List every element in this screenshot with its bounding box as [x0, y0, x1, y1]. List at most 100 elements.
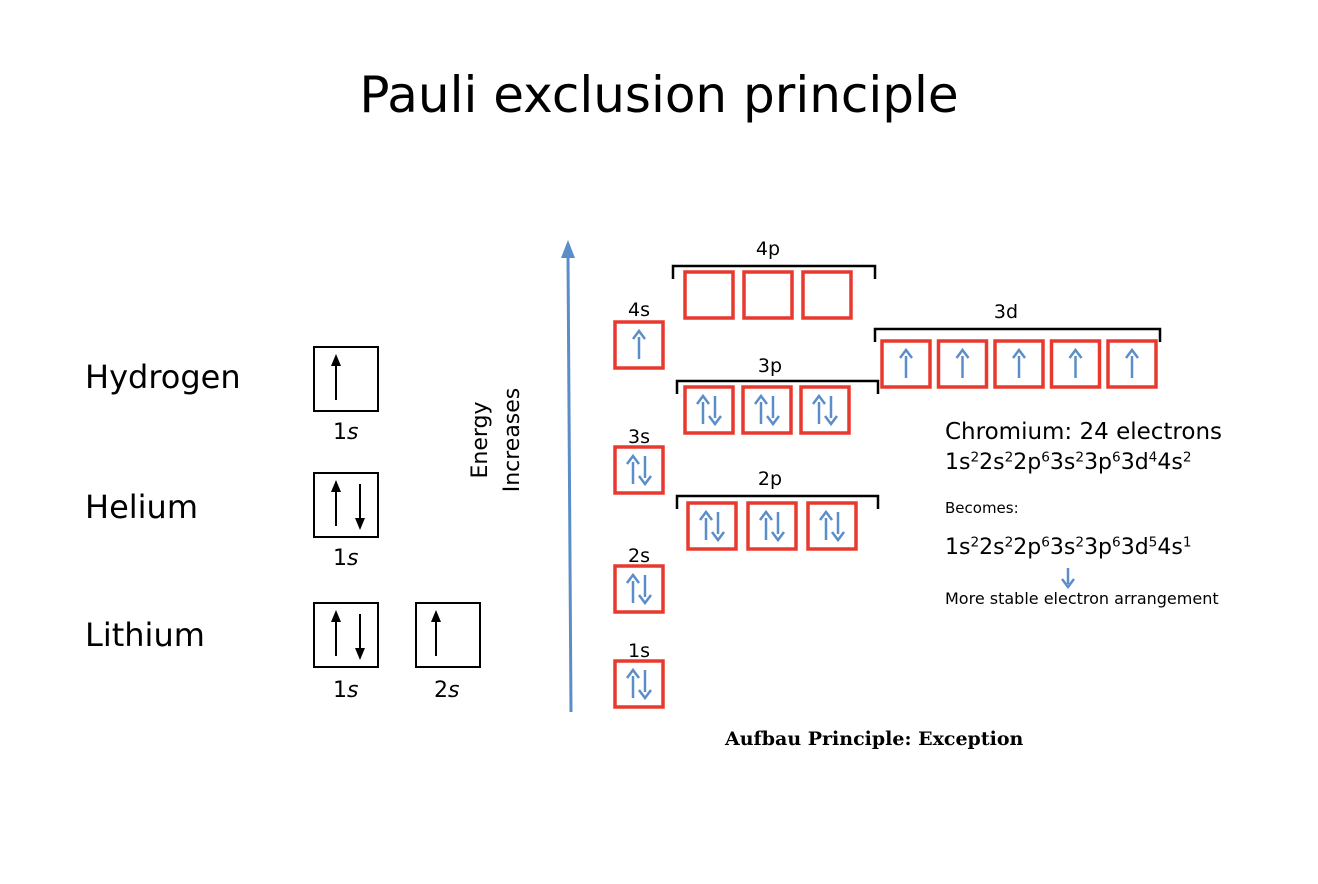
up-down-arrows-icon [331, 610, 365, 660]
chromium-config-new: 1s22s22p63s23p63d54s1 [945, 535, 1191, 560]
subshell-label-4p: 4p [756, 238, 780, 260]
lithium-1s-label: 1s [333, 678, 359, 703]
down-arrow-icon-head [711, 531, 725, 543]
element-name-helium: Helium [85, 488, 198, 526]
config-term: 3p [1084, 450, 1113, 475]
helium-1s-label: 1s [333, 546, 359, 571]
config-superscript: 2 [1075, 449, 1085, 466]
config-term: 3p [1084, 535, 1113, 560]
orbital-box-2p [686, 501, 738, 551]
lithium-2s-label: 2s [434, 678, 460, 703]
down-arrow-icon-head [638, 689, 652, 701]
up-arrow-icon-head [754, 393, 768, 405]
energy-axis-line [566, 255, 573, 713]
subshell-label-3s: 3s [628, 426, 650, 448]
up-arrow-icon-head [1068, 347, 1083, 359]
lithium-1s-orbital-box [313, 602, 379, 668]
brace-2p [675, 494, 880, 509]
element-name-lithium: Lithium [85, 616, 205, 654]
config-superscript: 6 [1112, 449, 1121, 466]
up-arrow-icon-head [632, 328, 646, 340]
energy-axis-line1: Energy [468, 401, 493, 479]
config-term: 1s [945, 535, 971, 560]
subshell-label-2p: 2p [758, 468, 782, 490]
subshell-label-3d: 3d [994, 301, 1018, 323]
orbital-box-4p [742, 270, 794, 320]
up-arrow-icon-head [626, 667, 640, 679]
up-arrow-icon-head [899, 347, 913, 359]
config-term: 3d [1120, 450, 1149, 475]
up-arrow-icon-head [819, 509, 833, 521]
config-superscript: 2 [1182, 449, 1192, 466]
up-arrow-icon-head [626, 453, 640, 465]
up-arrow-icon [431, 610, 441, 656]
config-term: 2s [979, 450, 1005, 475]
orbital-box-4p [683, 270, 735, 320]
config-superscript: 1 [1182, 534, 1192, 551]
up-down-arrows-icon [331, 480, 365, 530]
energy-axis-arrowhead [561, 240, 575, 258]
aufbau-caption: Aufbau Principle: Exception [725, 728, 1024, 750]
up-arrow-icon-head [812, 393, 826, 405]
orbital-box-2p [746, 501, 798, 551]
down-arrow-icon-head [638, 594, 652, 606]
subshell-label-4s: 4s [628, 299, 650, 321]
up-arrow-icon [331, 354, 341, 400]
orbital-box-3p [799, 385, 851, 435]
chromium-config-original: 1s22s22p63s23p63d44s2 [945, 450, 1191, 475]
config-term: 3s [1049, 535, 1076, 560]
config-term: 2p [1013, 450, 1042, 475]
down-arrow-icon-head [638, 475, 652, 487]
up-arrow-icon-head [626, 572, 640, 584]
config-term: 4s [1157, 535, 1183, 560]
orbital-box-3p [683, 385, 735, 435]
subshell-label-3p: 3p [758, 355, 782, 377]
orbital-box-3p [741, 385, 793, 435]
config-term: 4s [1157, 450, 1183, 475]
energy-axis-line2: Increases [500, 387, 525, 493]
stability-note: More stable electron arrangement [945, 589, 1219, 608]
up-arrow-icon-head [699, 509, 713, 521]
element-name-hydrogen: Hydrogen [85, 358, 241, 396]
down-arrow-icon-head [824, 415, 838, 427]
config-superscript: 5 [1148, 534, 1158, 551]
down-arrow-icon-head [766, 415, 780, 427]
config-superscript: 6 [1112, 534, 1121, 551]
config-superscript: 2 [1075, 534, 1085, 551]
lithium-2s-orbital-box [415, 602, 481, 668]
becomes-label: Becomes: [945, 499, 1019, 517]
orbital-box-2s [613, 564, 665, 614]
config-term: 3s [1049, 450, 1076, 475]
subshell-label-2s: 2s [628, 545, 650, 567]
config-term: 2p [1013, 535, 1042, 560]
hydrogen-1s-orbital-box [313, 346, 379, 412]
config-superscript: 6 [1041, 449, 1050, 466]
brace-4p [671, 264, 877, 279]
config-superscript: 6 [1041, 534, 1050, 551]
up-arrow-icon-head [696, 393, 710, 405]
down-arrow-icon-head [771, 531, 785, 543]
brace-3p [675, 379, 880, 394]
orbital-box-2p [806, 501, 858, 551]
chromium-heading: Chromium: 24 electrons [945, 419, 1223, 445]
up-arrow-icon-head [759, 509, 773, 521]
hydrogen-1s-label: 1s [333, 420, 359, 445]
energy-axis-label: Energy Increases [465, 385, 529, 495]
down-arrow-icon-head [831, 531, 845, 543]
config-term: 2s [979, 535, 1005, 560]
page-title: Pauli exclusion principle [359, 66, 959, 124]
config-superscript: 2 [970, 449, 980, 466]
config-term: 1s [945, 450, 971, 475]
brace-3d [873, 327, 1162, 342]
config-superscript: 4 [1148, 449, 1158, 466]
config-superscript: 2 [970, 534, 980, 551]
up-arrow-icon-head [955, 347, 970, 359]
orbital-box-4p [801, 270, 853, 320]
down-arrow-icon-head [708, 415, 722, 427]
helium-1s-orbital-box [313, 472, 379, 538]
orbital-box-3s [613, 445, 665, 495]
up-arrow-icon-head [1125, 347, 1139, 359]
config-superscript: 2 [1004, 534, 1014, 551]
orbital-box-1s [613, 659, 665, 709]
